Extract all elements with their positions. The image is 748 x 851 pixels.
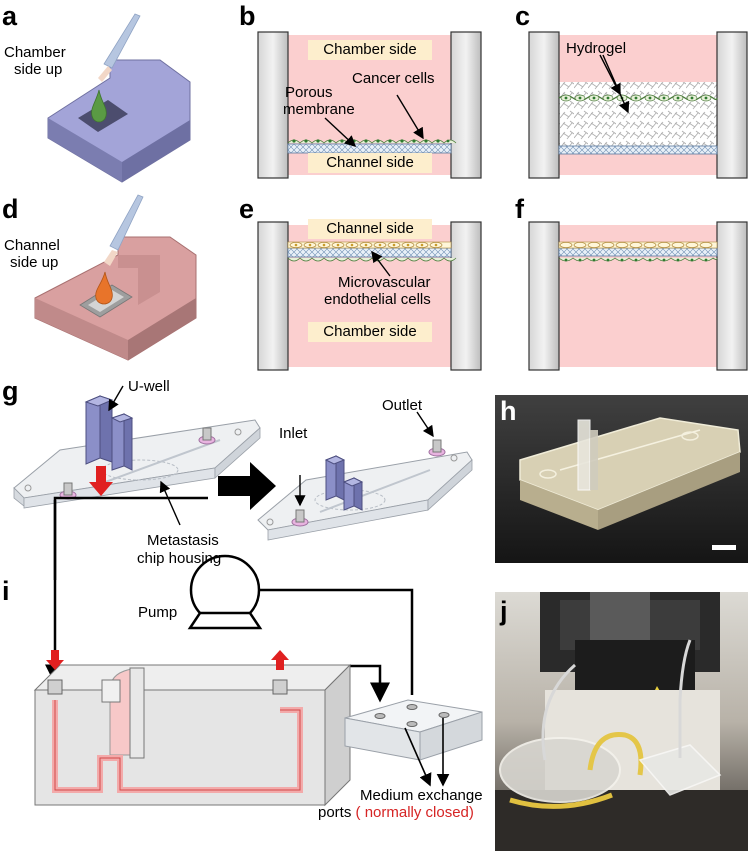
panel-e-cross-section (257, 221, 482, 371)
pump-icon (187, 554, 263, 630)
housing-post-right (198, 427, 216, 445)
panel-letter-f: f (515, 194, 524, 224)
panel-letter-e: e (239, 194, 255, 224)
down-arrow-red-inlet (46, 650, 64, 670)
panel-letter-j: j (500, 596, 508, 626)
panel-letter-i: i (2, 576, 10, 606)
chip-cross-section (33, 650, 352, 807)
pump-label: Pump (138, 604, 178, 621)
setup-photo (495, 592, 748, 851)
inlet-label: Inlet (279, 425, 308, 442)
ports-word: ports (318, 804, 352, 821)
down-arrow-red (89, 466, 113, 496)
endothelial-label-2: endothelial cells (324, 291, 431, 308)
uwell-channel-illustration (34, 194, 197, 361)
circuit-diagram (33, 496, 483, 807)
ports-label-1: Medium exchange (360, 787, 483, 804)
panel-letter-a: a (2, 1, 18, 31)
hydrogel-label: Hydrogel (566, 40, 627, 57)
channel-side-box-b: Channel side (308, 153, 432, 173)
chip-housing-before (13, 385, 261, 526)
scale-bar (712, 545, 736, 550)
endothelial-cell-row (287, 241, 452, 249)
chamber-side-box-e: Chamber side (308, 322, 432, 342)
cancer-cell-row (287, 139, 457, 144)
cancer-cells-label: Cancer cells (352, 70, 435, 87)
endothelial-label-1: Microvascular (338, 274, 431, 291)
panel-letter-c: c (515, 1, 531, 31)
panel-f-cross-section (528, 221, 748, 371)
channel-side-up-label-2: side up (10, 254, 59, 271)
panel-letter-d: d (2, 194, 19, 224)
porous-membrane-label-1: Porous (285, 84, 333, 101)
porous-membrane-label-2: membrane (283, 101, 355, 118)
ports-label-2: ports ( normally closed) (318, 804, 474, 821)
housing-label-1: Metastasis (147, 532, 219, 549)
chamber-side-up-label-1: Chamber (4, 44, 66, 61)
panel-letter-h: h (500, 396, 517, 426)
panel-letter-g: g (2, 376, 19, 406)
exchange-port-chip (344, 699, 483, 761)
chip-housing-after (257, 411, 473, 541)
chamber-side-up-label-2: side up (14, 61, 63, 78)
chamber-side-box-b: Chamber side (308, 40, 432, 60)
up-arrow-red-outlet (271, 650, 289, 670)
channel-side-box-e: Channel side (308, 219, 432, 239)
uwell-chamber-illustration (47, 13, 191, 183)
panel-c-cross-section (528, 31, 748, 179)
big-transition-arrow (218, 462, 276, 510)
outlet-label: Outlet (382, 397, 423, 414)
normally-closed-note: ( normally closed) (355, 804, 474, 821)
housing-label-2: chip housing (137, 550, 222, 567)
u-well-label: U-well (128, 378, 170, 395)
chip-photo (495, 395, 748, 563)
uwell-inserted (324, 455, 364, 511)
channel-side-up-label-1: Channel (4, 237, 60, 254)
cancer-cell-row-hydrogel (558, 94, 718, 102)
uwell-3d (84, 395, 134, 471)
panel-letter-b: b (239, 1, 256, 31)
